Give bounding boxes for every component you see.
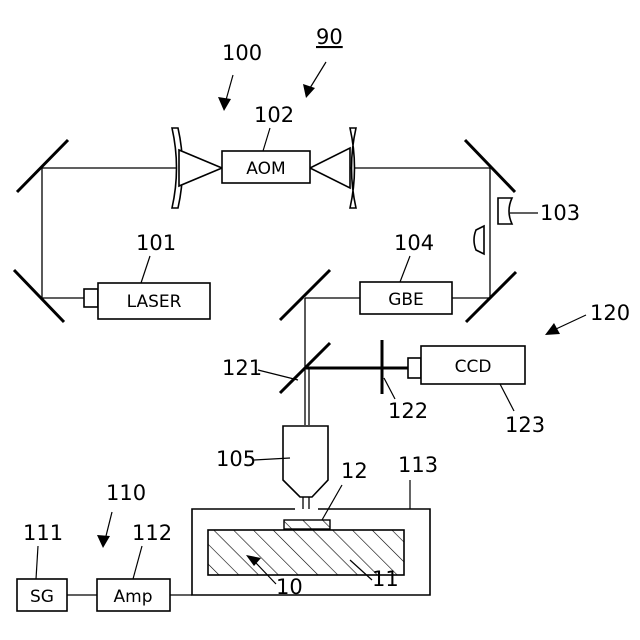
beam-expander-right [310, 148, 350, 188]
ref-12: 12 [341, 459, 368, 483]
ref-105: 105 [216, 447, 256, 471]
ref-90: 90 [316, 25, 343, 49]
leader-122 [384, 378, 395, 399]
leader-104 [400, 256, 410, 282]
ref-101: 101 [136, 231, 176, 255]
ref-121: 121 [222, 356, 262, 380]
leader-110 [106, 512, 112, 536]
leader-120 [556, 315, 586, 329]
leader-102 [263, 128, 270, 151]
laser-label: LASER [127, 292, 182, 312]
ref-103: 103 [540, 201, 580, 225]
lens-103-lower [474, 226, 484, 254]
arrowhead-110 [97, 535, 110, 548]
aom-label: AOM [246, 159, 285, 179]
ref-110: 110 [106, 481, 146, 505]
ref-112: 112 [132, 521, 172, 545]
ccd-label: CCD [455, 357, 492, 377]
leader-100 [226, 75, 233, 100]
ref-102: 102 [254, 103, 294, 127]
ref-104: 104 [394, 231, 434, 255]
gbe-label: GBE [388, 290, 424, 310]
leader-121 [258, 370, 298, 380]
leader-111 [36, 546, 38, 579]
leader-90 [310, 62, 326, 88]
leader-123 [500, 384, 514, 411]
ref-10: 10 [276, 575, 303, 599]
arrowhead-120 [545, 323, 560, 335]
laser-head [84, 289, 98, 307]
mirror-bottom-right [466, 272, 516, 322]
lens-103-upper [498, 198, 512, 224]
beam-expander-left [179, 150, 222, 186]
sg-label: SG [30, 587, 54, 607]
arrowhead-100 [218, 97, 231, 111]
leader-101 [141, 256, 150, 283]
arrowhead-90 [303, 84, 315, 98]
sample-12 [284, 520, 330, 529]
amp-label: Amp [114, 587, 153, 607]
ref-100: 100 [222, 41, 262, 65]
leader-112 [133, 546, 142, 579]
ccd-head [408, 358, 421, 378]
mirror-bottom-left [14, 270, 64, 322]
ref-113: 113 [398, 453, 438, 477]
ref-122: 122 [388, 399, 428, 423]
ref-111: 111 [23, 521, 63, 545]
ref-11: 11 [372, 567, 399, 591]
lens-right [350, 128, 356, 208]
ref-123: 123 [505, 413, 545, 437]
ref-120: 120 [590, 301, 630, 325]
objective-lens [283, 426, 328, 497]
